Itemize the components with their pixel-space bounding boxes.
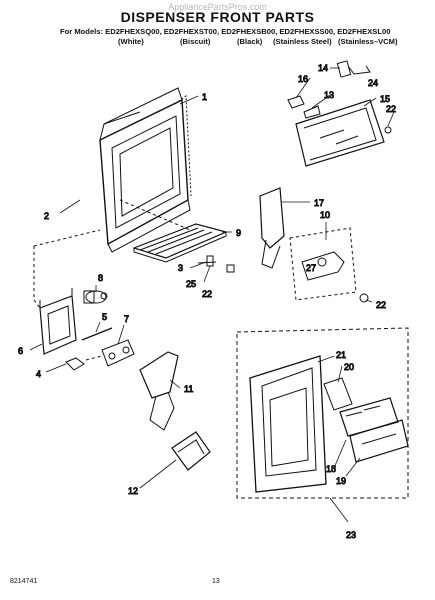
callout-15: 15 <box>380 94 390 104</box>
callout-25: 25 <box>186 279 196 289</box>
callout-14: 14 <box>318 63 328 73</box>
doc-number: 8214741 <box>10 578 38 585</box>
retainer-clip <box>65 357 85 371</box>
control-panel-board <box>339 397 399 437</box>
cap-part <box>336 60 352 78</box>
page-number: 13 <box>212 578 220 585</box>
watermark: AppliancePartsPros.com <box>168 2 267 12</box>
dispenser-housing <box>99 87 192 253</box>
bracket-24 <box>347 65 371 75</box>
screw-part <box>226 264 235 273</box>
screw-22-top <box>384 126 392 134</box>
callout-21: 21 <box>336 350 346 360</box>
callout-1: 1 <box>202 92 207 102</box>
callout-13: 13 <box>324 90 334 100</box>
callout-10: 10 <box>320 210 330 220</box>
callout-24: 24 <box>368 78 378 88</box>
page-title: DISPENSER FRONT PARTS <box>120 9 315 25</box>
ice-chute <box>171 431 211 471</box>
clip-part <box>206 255 214 267</box>
callout-18: 18 <box>326 464 336 474</box>
trim-part <box>323 377 353 411</box>
callout-6: 6 <box>18 346 23 356</box>
actuator-lever <box>139 351 179 431</box>
callout-19: 19 <box>336 476 346 486</box>
pivot-spring <box>81 327 113 341</box>
variant-black: (Black) <box>237 37 263 46</box>
callout-8: 8 <box>98 273 103 283</box>
ice-lever <box>259 187 285 269</box>
callout-22-left: 22 <box>202 289 212 299</box>
variant-stainless-vcm: (Stainless–VCM) <box>338 37 398 46</box>
switch-assembly <box>289 227 357 301</box>
screw-22-right <box>359 293 369 303</box>
callout-22-top: 22 <box>386 104 396 114</box>
front-panel-group <box>236 327 409 499</box>
callout-16: 16 <box>298 74 308 84</box>
callout-22-right: 22 <box>376 300 386 310</box>
leader-lines-left <box>33 199 191 361</box>
callout-9: 9 <box>236 228 241 238</box>
control-housing <box>295 99 385 167</box>
callout-20: 20 <box>344 362 354 372</box>
solenoid <box>83 290 108 304</box>
variant-stainless-steel: (Stainless Steel) <box>273 37 332 46</box>
callout-17: 17 <box>314 198 324 208</box>
callout-3: 3 <box>178 263 183 273</box>
callout-5: 5 <box>102 312 107 322</box>
callout-4: 4 <box>36 369 41 379</box>
variant-biscuit: (Biscuit) <box>180 37 211 46</box>
models-line: For Models: ED2FHEXSQ00, ED2FHEXST00, ED… <box>60 27 391 36</box>
front-panel <box>249 355 327 493</box>
callout-27: 27 <box>306 263 316 273</box>
variant-white: (White) <box>118 37 144 46</box>
callout-12: 12 <box>128 486 138 496</box>
socket-part <box>303 105 321 119</box>
callout-7: 7 <box>124 314 129 324</box>
lever-bracket <box>101 339 135 367</box>
callout-23: 23 <box>346 530 356 540</box>
control-panel-overlay <box>349 419 409 463</box>
leader-lines <box>29 67 395 523</box>
callout-11: 11 <box>184 384 193 394</box>
switch-housing <box>39 288 77 355</box>
callout-2: 2 <box>44 211 49 221</box>
